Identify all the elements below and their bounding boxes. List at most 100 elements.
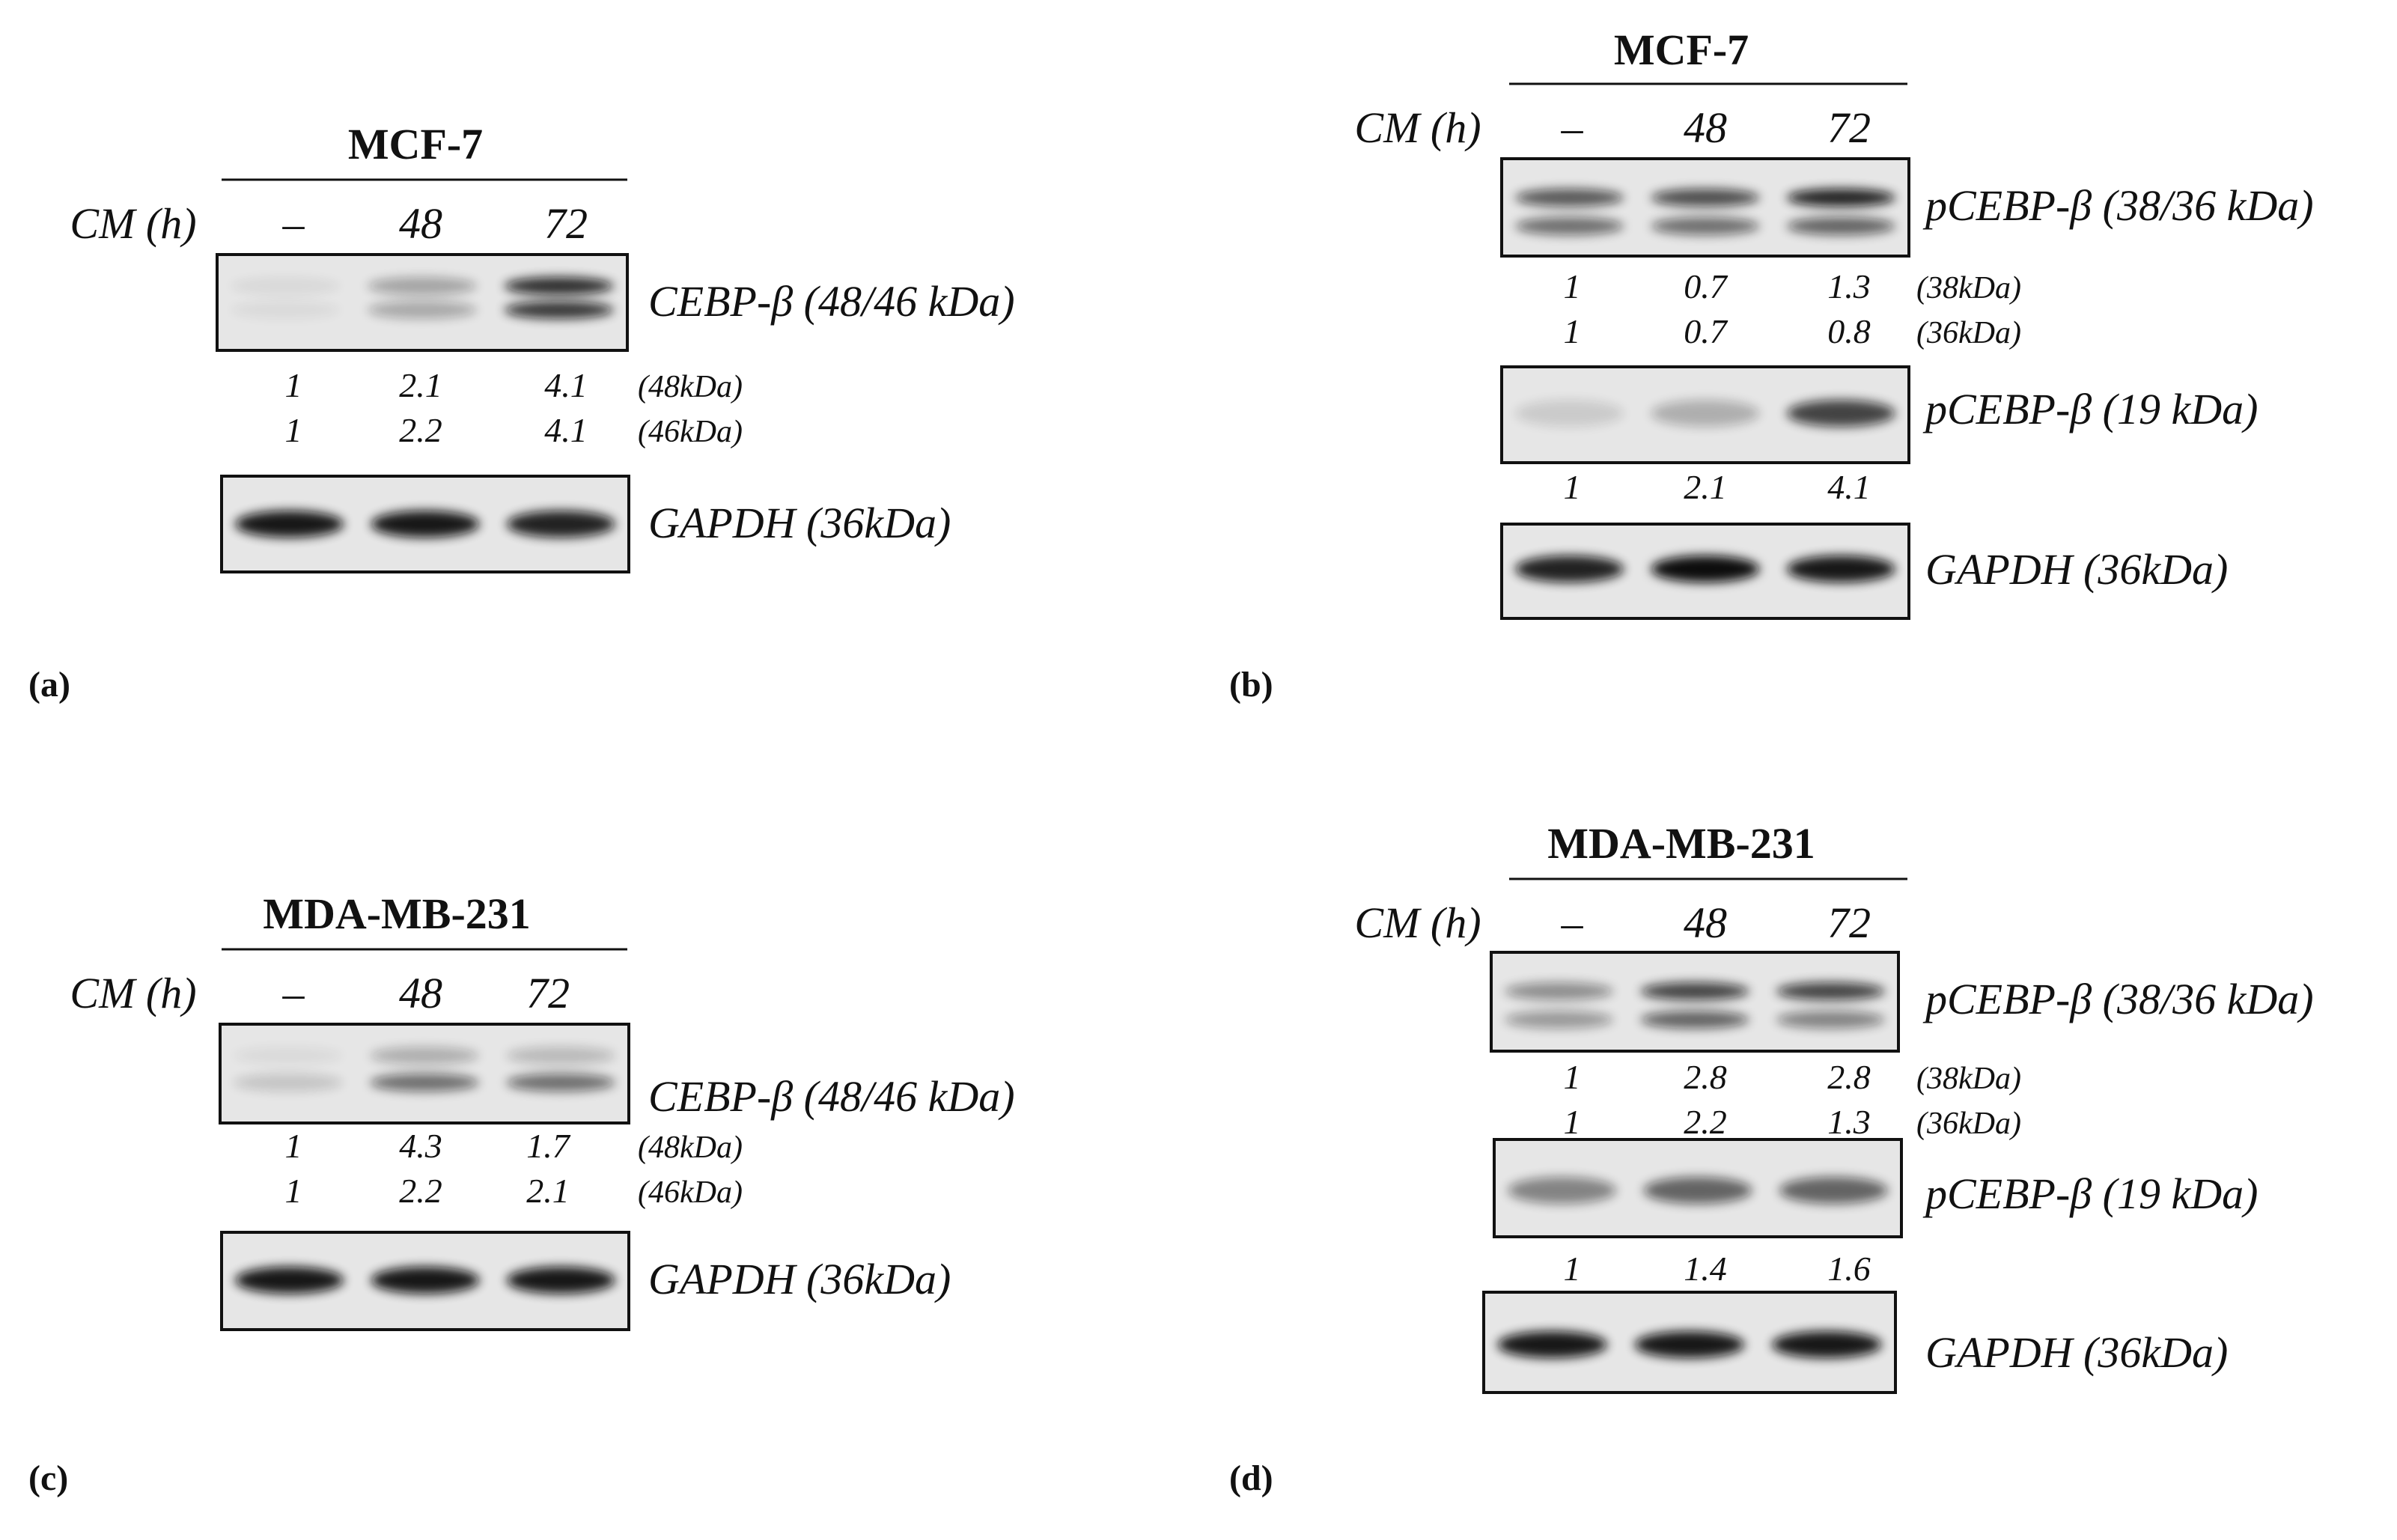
quant-value: 1 [1564,468,1581,506]
protein-label: pCEBP-β (19 kDa) [1922,1169,2258,1218]
band [370,1047,479,1065]
quant-unit: (46kDa) [638,1175,743,1210]
band [235,511,344,538]
blot-frame [219,1023,630,1124]
blot-frame [1500,523,1910,620]
band [504,301,614,319]
band [231,301,341,319]
blot-frame [1500,365,1910,464]
quant-value: 2.2 [399,1172,442,1210]
quant-value: 4.1 [1827,468,1871,506]
quant-unit: (48kDa) [638,1130,743,1165]
blot-frame [220,1231,630,1331]
band [1515,189,1624,207]
quant-value: 1 [1564,1058,1581,1096]
quant-value: 1 [1564,1103,1581,1141]
quant-value: 1 [1564,267,1581,305]
band [1776,1011,1885,1029]
quant-value: 4.1 [544,366,588,404]
quant-value: 2.1 [526,1172,570,1210]
quant-unit: (38kDa) [1916,271,2021,305]
treatment-label: CM (h) [1354,103,1481,152]
blot-1: pCEBP-β (19 kDa) 1 1.4 1.6 [1493,1138,2258,1288]
treatment-label: CM (h) [70,199,196,248]
quant-value: 2.2 [399,411,442,449]
panel-letter: (d) [1229,1458,1273,1498]
protein-label: pCEBP-β (38/36 kDa) [1922,181,2314,230]
quant-value: 1.7 [526,1127,571,1165]
protein-label: GAPDH (36kDa) [648,499,951,547]
quant-value: 1 [285,1172,302,1210]
band [1786,189,1895,207]
band [1651,189,1760,207]
band [1515,556,1624,582]
band [1515,217,1624,235]
band [506,511,615,538]
blot-frame [1490,951,1900,1053]
lane-label: 72 [544,199,588,248]
lane-label: 48 [399,199,442,248]
band [1515,400,1624,427]
quant-value: 1.6 [1827,1250,1871,1288]
cell-line-title: MDA-MB-231 [1547,819,1815,868]
quant-unit: (36kDa) [1916,1107,2021,1141]
protein-label: GAPDH (36kDa) [648,1255,951,1303]
blot-membrane [1491,952,1898,1051]
quant-value: 4.3 [399,1127,442,1165]
quant-value: 2.8 [1684,1058,1727,1096]
cell-line-title: MDA-MB-231 [263,889,531,938]
blot-frame [1482,1291,1897,1394]
band [234,1047,343,1065]
band [1651,217,1760,235]
band [371,1267,480,1294]
lane-label: 48 [1684,898,1727,947]
quant-unit: (38kDa) [1916,1062,2021,1096]
band [1640,982,1749,1000]
band [1497,1331,1607,1358]
band [367,301,478,319]
blot-frame [1493,1138,1903,1238]
blot-1: GAPDH (36kDa) [220,1231,951,1331]
blot-2: GAPDH (36kDa) [1482,1291,2228,1394]
band [371,511,480,538]
band [504,277,614,295]
lane-label: 48 [1684,103,1727,152]
lane-label: – [1561,898,1584,947]
protein-label: CEBP-β (48/46 kDa) [648,277,1015,326]
quant-value: 1.4 [1684,1250,1727,1288]
quant-value: 2.2 [1684,1103,1727,1141]
band [234,1074,343,1092]
panel-letter: (b) [1229,665,1273,704]
quant-value: 0.7 [1684,312,1729,350]
band [1772,1331,1882,1358]
band [1508,1177,1617,1204]
band [1505,982,1614,1000]
quant-value: 1 [1564,1250,1581,1288]
quant-value: 1 [1564,312,1581,350]
band [506,1047,615,1065]
blot-frame [220,475,630,573]
band [1779,1177,1888,1204]
band [231,277,341,295]
protein-label: pCEBP-β (38/36 kDa) [1922,975,2314,1023]
treatment-label: CM (h) [1354,898,1481,947]
quant-value: 2.8 [1827,1058,1871,1096]
band [1776,982,1885,1000]
band [1505,1011,1614,1029]
lane-label: – [1561,103,1584,152]
protein-label: GAPDH (36kDa) [1925,545,2228,594]
band [1786,400,1895,427]
lane-label: 72 [526,969,570,1017]
quant-value: 1 [285,1127,302,1165]
quant-value: 4.1 [544,411,588,449]
band [1634,1331,1745,1358]
protein-label: CEBP-β (48/46 kDa) [648,1072,1015,1121]
quant-value: 0.7 [1684,267,1729,305]
band [1786,217,1895,235]
lane-label: 72 [1827,898,1871,947]
panel-letter: (a) [28,665,70,704]
